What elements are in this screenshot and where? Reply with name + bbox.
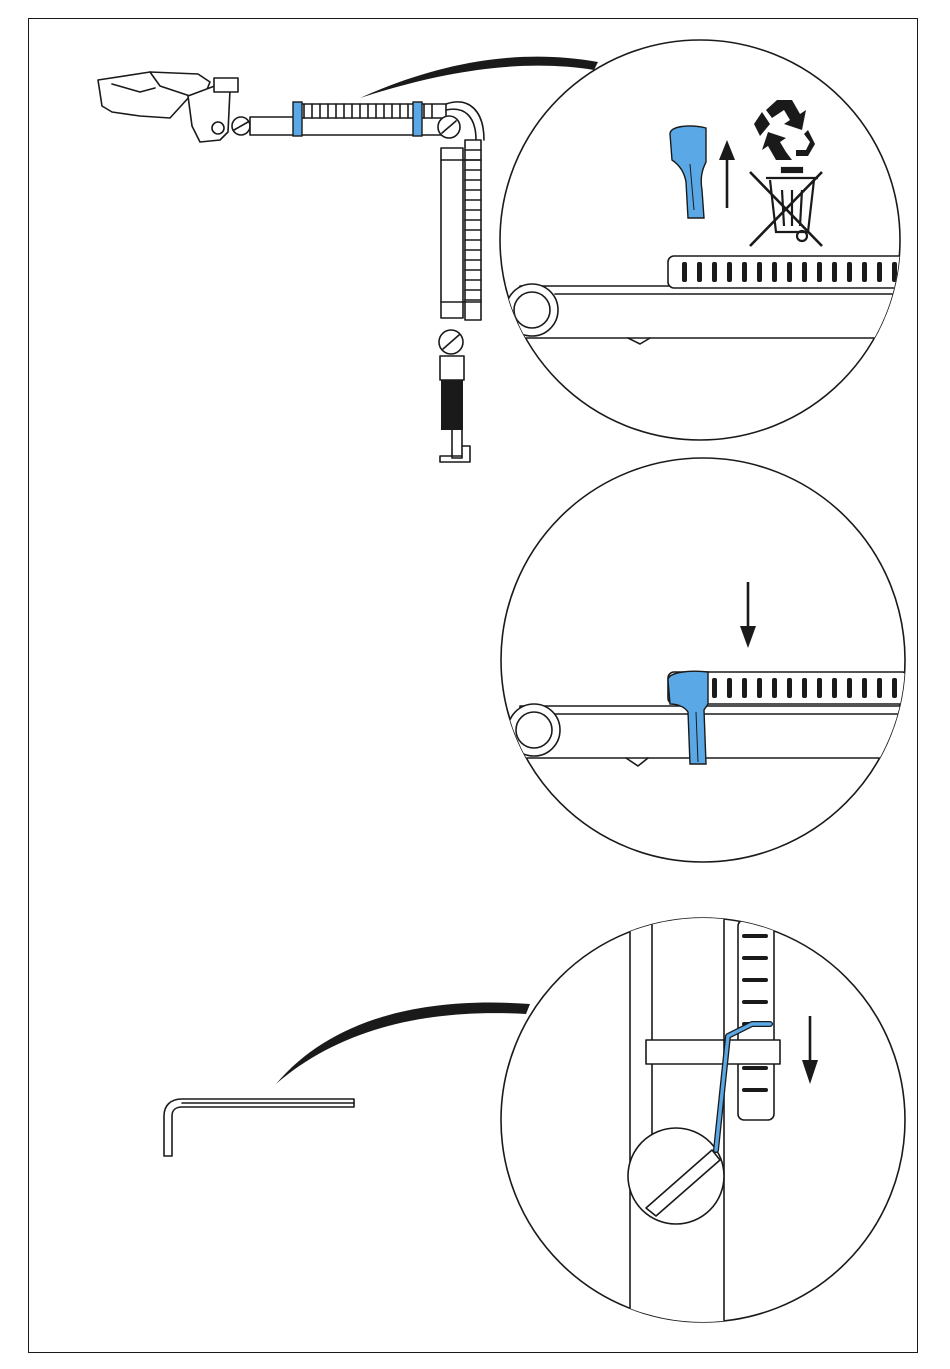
detail-tighten-clip — [501, 910, 905, 1330]
detail-remove-clip — [500, 40, 920, 440]
hex-key-icon — [164, 1099, 354, 1156]
detail-attach-clip — [501, 458, 920, 862]
